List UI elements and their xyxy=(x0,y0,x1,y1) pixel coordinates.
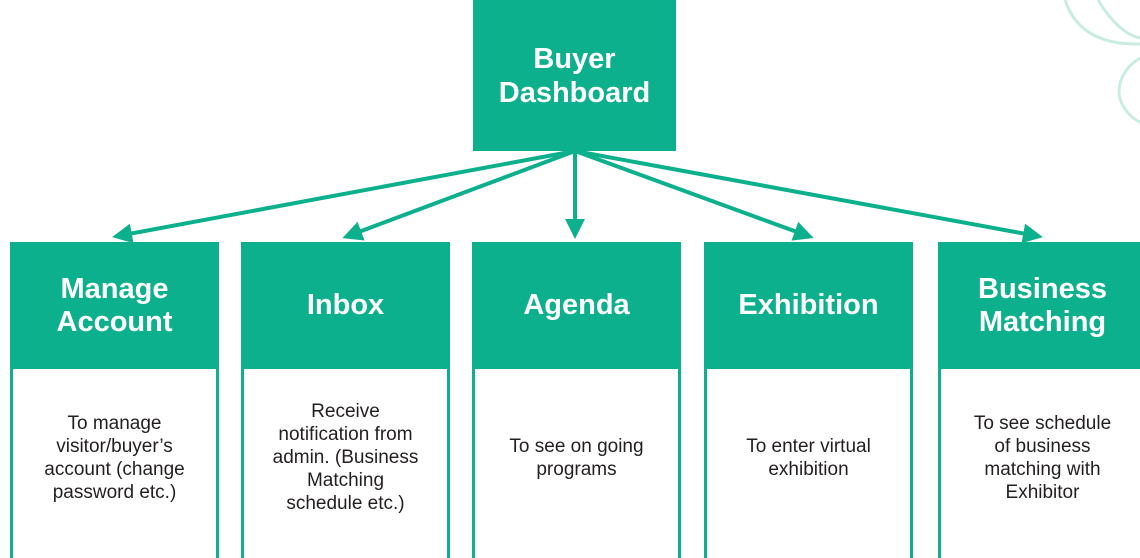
card-description: To see on going programs xyxy=(472,369,681,558)
card-title-line1: Manage xyxy=(60,272,169,305)
card-description: Receive notification from admin. (Busine… xyxy=(241,369,450,558)
card-description: To manage visitor/buyer’s account (chang… xyxy=(10,369,219,558)
card-title-line1: Exhibition xyxy=(738,289,879,321)
card-header: Manage Account xyxy=(10,242,219,369)
root-title-line1: Buyer xyxy=(533,42,616,75)
arrow-to-business-matching xyxy=(573,149,1043,244)
manage-account-card: Manage Account To manage visitor/buyer’s… xyxy=(10,242,219,558)
exhibition-card: Exhibition To enter virtual exhibition xyxy=(704,242,913,558)
card-title-line2: Matching xyxy=(978,305,1107,338)
business-matching-card: Business Matching To see schedule of bus… xyxy=(938,242,1140,558)
card-header: Exhibition xyxy=(704,242,913,369)
card-title-line1: Business xyxy=(978,272,1107,305)
card-title-line1: Agenda xyxy=(523,289,630,321)
root-title-line2: Dashboard xyxy=(498,76,651,109)
card-header: Agenda xyxy=(472,242,681,369)
card-description: To see schedule of business matching wit… xyxy=(938,369,1140,558)
card-header: Inbox xyxy=(241,242,450,369)
card-header: Business Matching xyxy=(938,242,1140,369)
card-title-line2: Account xyxy=(56,305,173,338)
buyer-dashboard-node: Buyer Dashboard xyxy=(473,0,676,151)
arrow-to-manage-account xyxy=(112,149,577,244)
decorative-swirl-icon xyxy=(1063,0,1140,124)
card-title-line1: Inbox xyxy=(306,289,385,321)
agenda-card: Agenda To see on going programs xyxy=(472,242,681,558)
card-description: To enter virtual exhibition xyxy=(704,369,913,558)
arrow-to-inbox xyxy=(342,149,577,241)
inbox-card: Inbox Receive notification from admin. (… xyxy=(241,242,450,558)
arrow-to-exhibition xyxy=(573,149,814,241)
